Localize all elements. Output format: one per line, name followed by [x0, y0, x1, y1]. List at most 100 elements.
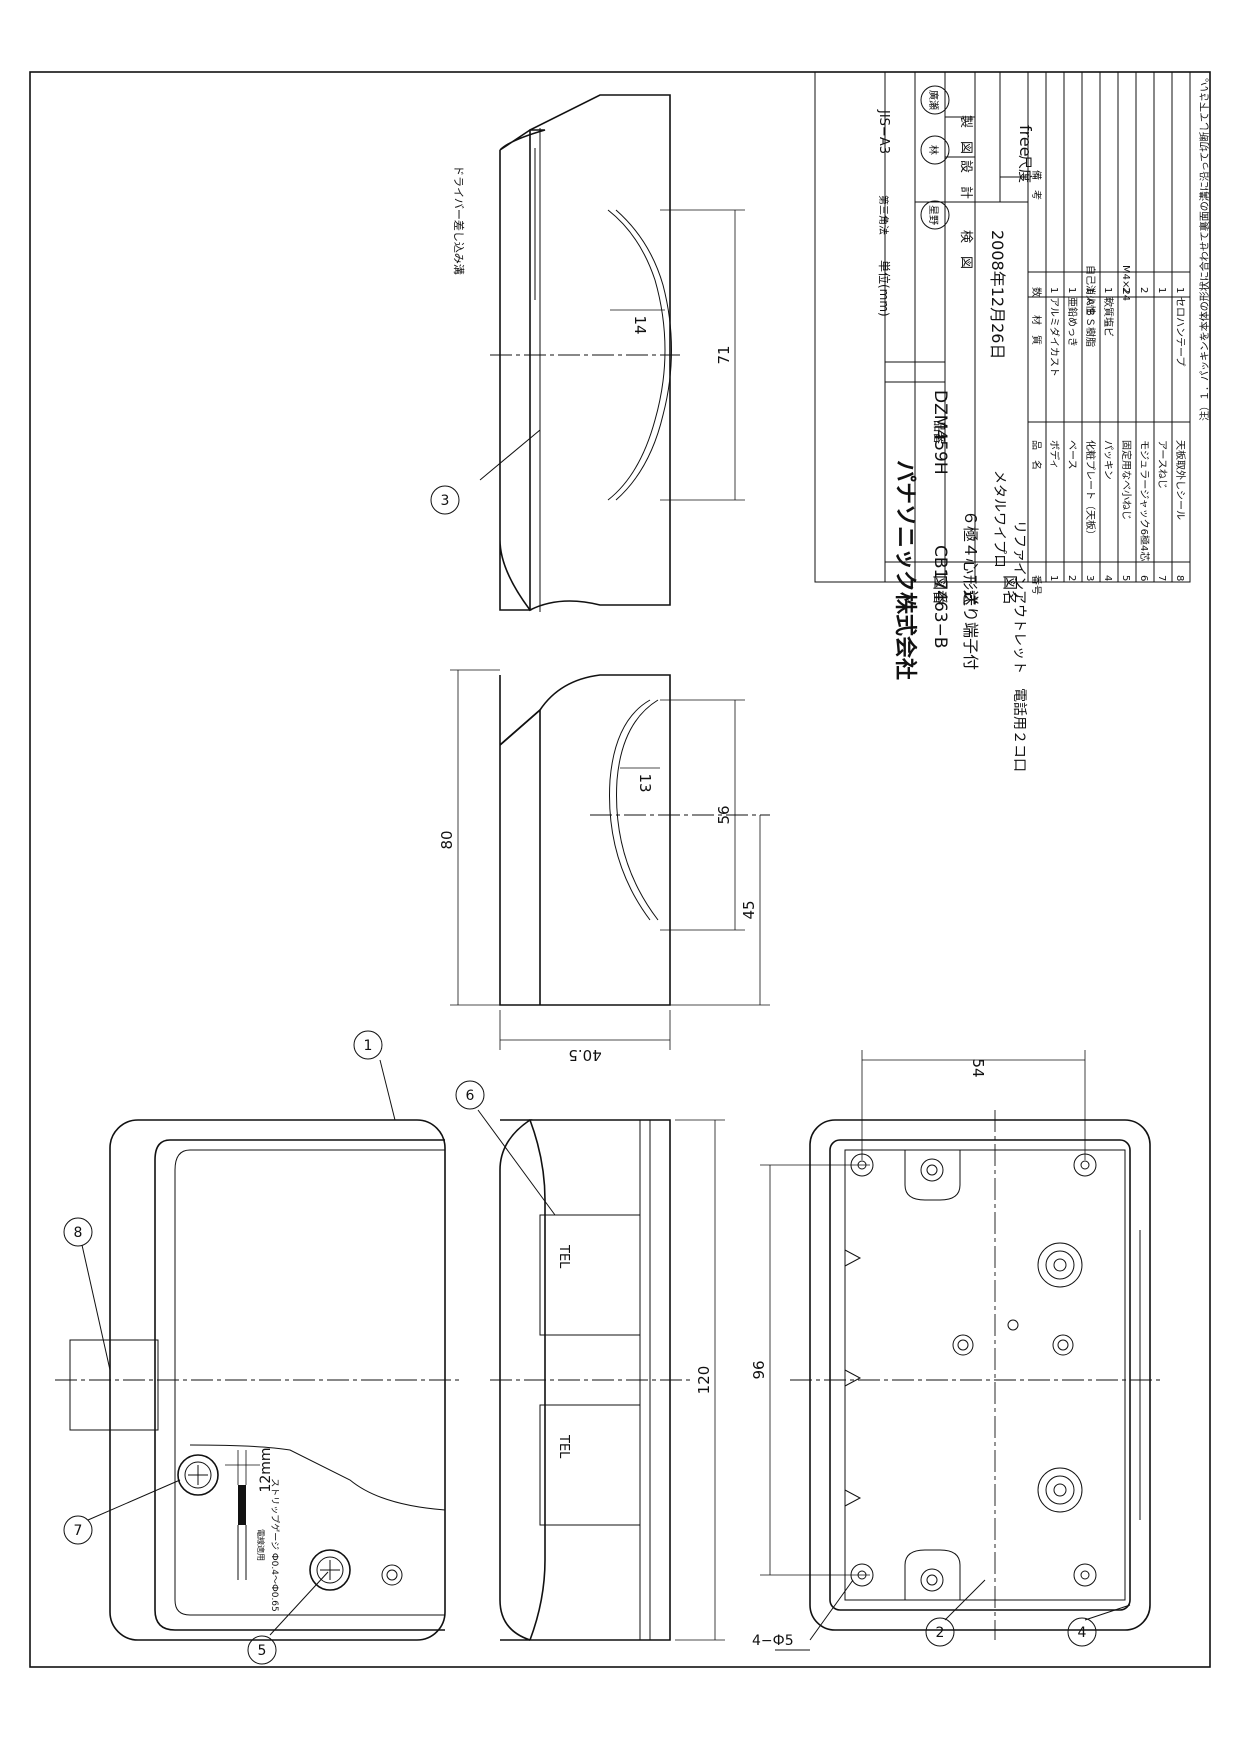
parts-row: 7 アースねじ 1 [1156, 287, 1168, 581]
part-no: 7 [1156, 575, 1167, 581]
dimension-labels: 80 56 45 13 40.5 71 14 120 96 54 12mm スト… [256, 165, 987, 1649]
part-qty: 1 [1174, 287, 1185, 293]
part-name: 化粧プレート（天板） [1084, 440, 1097, 540]
parts-row: 3 化粧プレート（天板） ＡＢＳ樹脂 1 自己消火性 [1084, 265, 1097, 581]
balloon-5: 5 [258, 1643, 267, 1659]
wire-gauge-note: ストリップゲージ Ф0.4〜Ф0.65 [269, 1478, 281, 1612]
part-no: 4 [1102, 575, 1113, 581]
issue-date: 2008年12月26日 [988, 230, 1007, 359]
part-balloons: 1 2 3 4 5 6 7 8 [63, 485, 1097, 1665]
part-material: 亜鉛めっき [1066, 297, 1079, 347]
parts-row: 8 天板取外しシール セロハンテープ 1 [1174, 287, 1187, 581]
part-qty: 1 [1102, 287, 1113, 293]
dim-56: 56 [715, 805, 733, 824]
slot-label: ドライバー差し込み溝 [452, 165, 466, 275]
scale-value: free [1016, 125, 1035, 157]
jack-label-1: TEL [556, 1244, 571, 1269]
wire-strip-label: 12mm [258, 1447, 274, 1492]
balloon-8: 8 [74, 1225, 83, 1241]
paper-size: JIS−A3 [876, 109, 891, 154]
label-name: 図名 [1001, 575, 1019, 605]
part-name: モジュラージャック6極4芯 [1138, 440, 1151, 561]
part-no: 1 [1048, 575, 1059, 581]
header-no: 番号 [1030, 575, 1042, 595]
title-block-rotated: 注）１．パッキンを本体の形状に合わせて裏面の溝に沿って切断して下さい。 [814, 71, 1211, 583]
view-base-plate [790, 1110, 1160, 1640]
header-name: 品 名 [1030, 440, 1043, 470]
label-scale: 尺度 [1016, 155, 1032, 183]
wire-apply-note: 電線適用 [256, 1529, 266, 1561]
part-remarks: M4×24 [1120, 265, 1131, 301]
balloon-4: 4 [1078, 1625, 1087, 1641]
role-draft: 製 図 [958, 115, 973, 154]
dim-120: 120 [695, 1366, 713, 1395]
part-no: 3 [1084, 575, 1095, 581]
dim-40-5: 40.5 [568, 1046, 601, 1064]
drawing-no: CB17463−B [930, 545, 950, 649]
balloon-7: 7 [74, 1523, 83, 1539]
dimension-lines [81, 148, 1131, 1651]
part-name: 天板取外しシール [1174, 440, 1187, 520]
part-no: 5 [1120, 575, 1131, 581]
dim-14: 14 [631, 315, 649, 334]
part-qty: 1 [1066, 287, 1077, 293]
part-name: ボディ [1048, 440, 1061, 469]
header-remarks: 備 考 [1030, 170, 1043, 200]
header-material: 材 質 [1030, 315, 1043, 345]
part-no: 6 [1138, 575, 1149, 581]
title-block-text: 図名 メタルワイプロ リファインアウトレット 電話用２コ口 形式 ６極４心 送り… [876, 85, 1035, 772]
type-value: ６極４心 送り端子付 [961, 510, 980, 670]
projection-label: 第三角法 [877, 195, 890, 235]
dim-96: 96 [750, 1360, 768, 1379]
name-line1: メタルワイプロ [991, 470, 1007, 568]
dim-45: 45 [740, 900, 758, 919]
part-qty: 1 [1084, 287, 1095, 293]
mounting-holes [850, 1153, 1097, 1587]
label-type: 形式 [961, 575, 979, 605]
part-material: セロハンテープ [1174, 297, 1186, 366]
dim-13: 13 [636, 773, 654, 792]
dim-71: 71 [715, 345, 733, 364]
parts-row: 4 パッキン 軟質塩ビ 1 [1102, 287, 1115, 581]
part-name: 固定用なべ小ねじ [1120, 440, 1133, 520]
product-no: DZM459H [930, 390, 950, 475]
note-text: 注）１．パッキンを本体の形状に合わせて裏面の溝に沿って切断して下さい。 [1198, 72, 1211, 421]
dim-80: 80 [438, 830, 456, 849]
part-material: 軟質塩ビ [1102, 297, 1115, 337]
balloon-6: 6 [466, 1088, 475, 1104]
part-no: 8 [1174, 575, 1185, 581]
role-design: 設 計 [958, 160, 974, 199]
stamp-check: 星野 [927, 205, 939, 225]
parts-row: 2 ベース 亜鉛めっき 1 [1066, 287, 1079, 581]
view-top-plate [490, 94, 680, 612]
part-material: アルミダイカスト [1048, 297, 1061, 377]
part-qty: 1 [1048, 287, 1059, 293]
balloon-2: 2 [936, 1625, 945, 1641]
part-qty: 2 [1138, 287, 1149, 293]
parts-row: 1 ボディ アルミダイカスト 1 [1048, 287, 1061, 581]
balloon-1: 1 [364, 1038, 373, 1054]
unit-label: 単位(mm) [877, 260, 892, 317]
stamp-design: 林 [927, 145, 940, 155]
name-line2: リファインアウトレット 電話用２コ口 [1011, 520, 1028, 772]
hole-label: 4−Ф5 [752, 1633, 794, 1649]
stamp-draft: 廣瀬 [927, 90, 940, 110]
company-name: パナソニック株式会社 [892, 460, 918, 680]
part-qty: 1 [1156, 287, 1167, 293]
sheet-border [29, 71, 1211, 1668]
role-check: 検 図 [958, 230, 973, 269]
jack-label-2: TEL [556, 1434, 571, 1459]
label-product-no: 品番 [932, 420, 946, 444]
label-drawing-no: 図番 [931, 575, 949, 605]
parts-header: 番号 品 名 材 質 数 備 考 [1030, 170, 1043, 595]
part-name: アースねじ [1156, 440, 1168, 489]
parts-list: 8 天板取外しシール セロハンテープ 1 7 アースねじ 1 6 モジュラージャ… [1030, 170, 1187, 595]
part-name: パッキン [1102, 440, 1114, 480]
parts-row: 6 モジュラージャック6極4芯 2 [1138, 287, 1151, 581]
part-material: ＡＢＳ樹脂 [1084, 297, 1097, 347]
dim-54: 54 [969, 1058, 987, 1077]
part-remarks: 自己消火性 [1084, 265, 1097, 315]
parts-row: 5 固定用なべ小ねじ 2 M4×24 [1120, 265, 1133, 581]
view-front-jacks [490, 1119, 690, 1641]
